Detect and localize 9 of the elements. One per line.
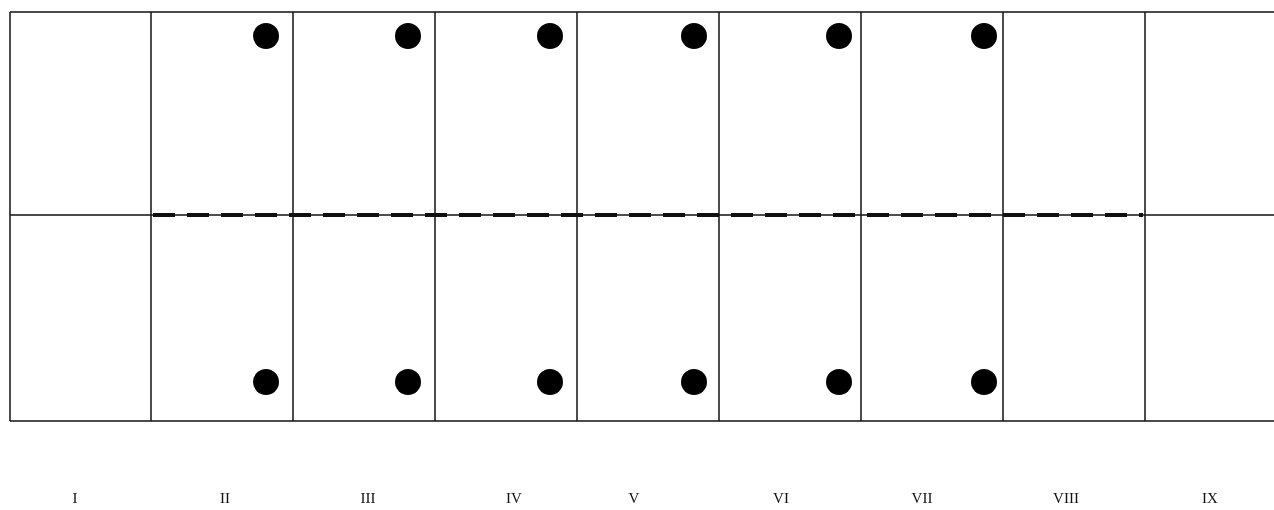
- column-label: VII: [911, 491, 933, 506]
- column-label: IV: [506, 491, 522, 506]
- column-label: VIII: [1053, 491, 1079, 506]
- column-label: II: [220, 491, 230, 506]
- column-label: IX: [1202, 491, 1218, 506]
- column-label: III: [360, 491, 376, 506]
- column-label: V: [628, 491, 640, 506]
- column-label: VI: [773, 491, 789, 506]
- column-label: I: [72, 491, 78, 506]
